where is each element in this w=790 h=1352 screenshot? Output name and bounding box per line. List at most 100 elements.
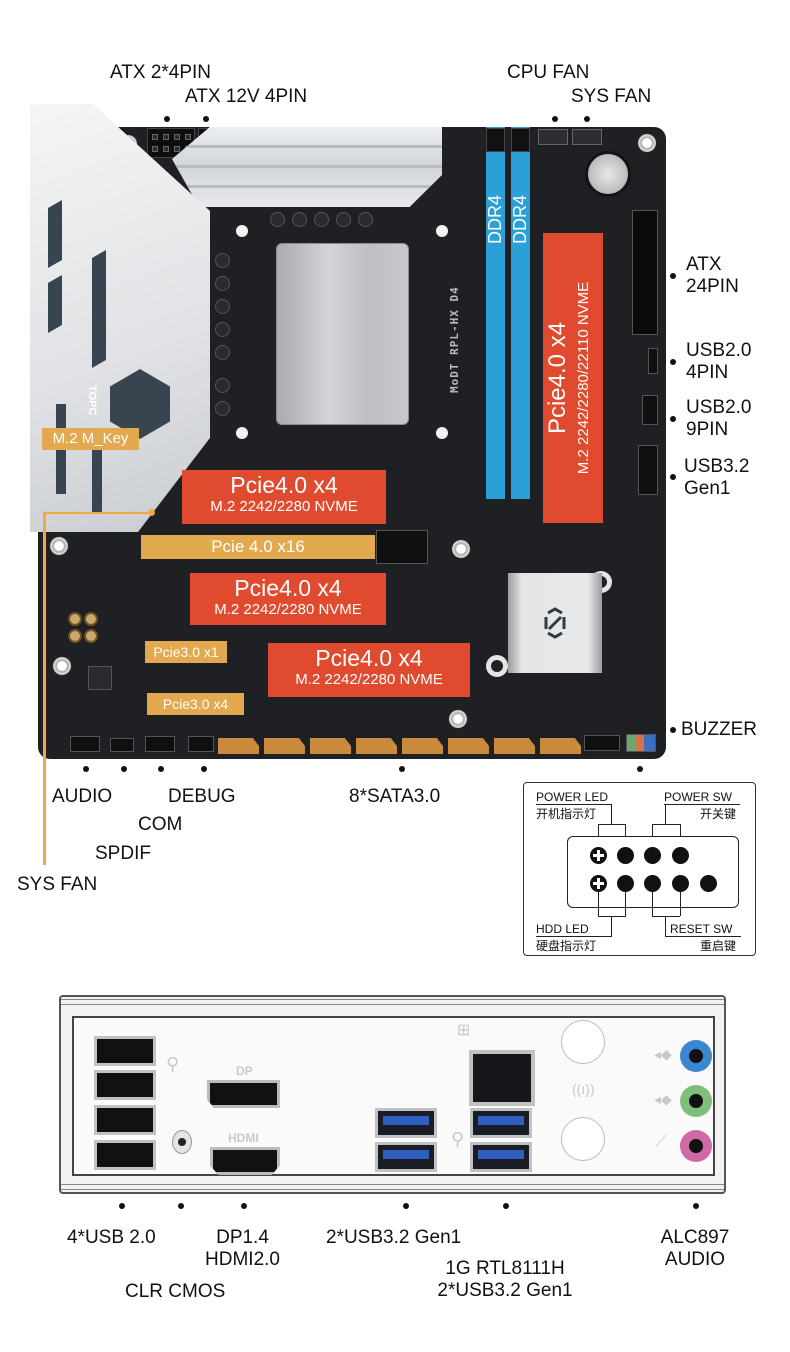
fp-pin-power-led-plus [590,847,607,864]
sata-port [448,738,489,754]
fp-pin-hdd-led-plus [590,875,607,892]
sata-port [356,738,397,754]
hdmi-port [210,1147,280,1175]
front-audio-header [70,736,100,752]
m2-vertical-subtitle: M.2 2242/2280/22110 NVME [575,281,592,475]
vrm-choke [292,212,307,227]
m2-mid-subtitle: M.2 2242/2280 NVME [214,601,362,618]
heatsink-logo: TOPC [86,385,98,416]
fp-hdd-led-cn: 硬盘指示灯 [536,939,597,953]
fp-pin [617,875,634,892]
usb20-4pin-header [648,348,658,374]
m2-slot-mid-tag: Pcie4.0 x4 M.2 2242/2280 NVME [190,573,386,625]
label-io-lan-usb: 1G RTL8111H 2*USB3.2 Gen1 [437,1258,573,1301]
fp-pin [644,847,661,864]
cpu-ihs [276,243,409,425]
usb20-port [94,1070,156,1100]
sata-port [264,738,305,754]
vrm-choke [270,212,285,227]
pointer-dot-sata [399,766,405,772]
audio-in-icon: ◂◆ [654,1046,672,1062]
io-shield-rim [61,1184,724,1190]
label-io-usb32-a: 2*USB3.2 Gen1 [326,1227,462,1248]
displayport-port [207,1080,280,1108]
fp-power-sw-label: POWER SW [664,790,732,804]
pointer-dot-dp-hdmi [241,1203,247,1209]
m2-low-title: Pcie4.0 x4 [315,645,423,671]
label-usb20-9pin: USB2.0 9PIN [686,397,752,440]
dimm-latch [511,128,530,152]
cooler-mount-hole [436,427,448,439]
fp-connector-line [652,916,680,917]
hdmi-port-label: HDMI [228,1131,259,1145]
m2-vertical-title: Pcie4.0 x4 [544,321,571,435]
chipset-heatsink-ear [486,655,508,677]
pointer-dot-front-panel [637,766,643,772]
vrm-choke [215,253,230,268]
usb20-port [94,1140,156,1170]
chipset-logo-icon [544,607,566,639]
label-sys-fan-top: SYS FAN [571,86,652,107]
m2-slot-vertical-tag: Pcie4.0 x4 M.2 2242/2280/22110 NVME [543,233,603,523]
line-out-jack [680,1085,712,1117]
fp-connector-line [625,892,626,916]
vrm-choke [215,322,230,337]
vrm-heatsink-top [172,127,442,207]
pointer-dot-usb20-4pin [670,359,676,365]
label-io-audio: ALC897 AUDIO [660,1227,730,1270]
pointer-dot-usb20-9pin [670,416,676,422]
rj45-lan-port [469,1050,535,1106]
com-header [145,736,175,752]
cooler-mount-hole [436,225,448,237]
usb32-port [470,1142,532,1172]
pointer-dot-lan-usb [503,1203,509,1209]
fp-reset-sw-label: RESET SW [670,922,733,936]
label-atx-24pin: ATX 24PIN [686,254,739,297]
audio-out-icon: ◂◆ [654,1091,672,1107]
fp-pin [700,875,717,892]
dimm-slot-2: DDR4 [510,127,530,499]
sys-fan-header-top [572,129,602,145]
dimm-slot-2-label: DDR4 [510,194,530,244]
fp-underline [664,804,740,805]
cmos-battery [585,151,631,197]
atx-24pin-connector [632,210,658,335]
fp-pin [672,875,689,892]
label-io-dp-hdmi: DP1.4 HDMI2.0 [205,1227,280,1270]
fp-connector-line [652,824,653,846]
chipset-heatsink [508,573,602,673]
dimm-slot-1-label: DDR4 [485,194,505,244]
antenna-hole [561,1117,605,1161]
pcie-x16-latch [376,530,428,564]
m2-low-subtitle: M.2 2242/2280 NVME [295,671,443,688]
audio-codec-chip [88,666,112,690]
fp-connector-line [625,824,626,846]
m2-cpu-subtitle: M.2 2242/2280 NVME [210,498,358,515]
line-in-jack [680,1040,712,1072]
audio-capacitor [68,612,82,626]
cooler-mount-hole [236,225,248,237]
fp-power-sw-cn: 开关键 [700,807,737,821]
vrm-choke [215,299,230,314]
mount-screw [51,655,73,677]
vrm-choke [215,345,230,360]
pointer-dot-atx-12v-4pin [203,116,209,122]
fp-pin [644,875,661,892]
label-com: COM [138,814,183,835]
pointer-dot-com [158,766,164,772]
fp-connector-line [680,892,681,916]
pointer-dot-audio [83,766,89,772]
usb-icon: ⚲ [166,1054,180,1074]
mount-screw [636,132,658,154]
pcie3-x4-slot-tag: Pcie3.0 x4 [147,693,244,715]
usb-icon: ⚲ [451,1129,465,1149]
fp-connector-line [652,892,653,916]
label-atx-2x4pin: ATX 2*4PIN [110,62,212,83]
label-io-usb20: 4*USB 2.0 [67,1227,156,1248]
vrm-choke [336,212,351,227]
clr-cmos-button [172,1130,192,1154]
antenna-hole [561,1020,605,1064]
audio-capacitor [68,629,82,643]
fp-underline [665,936,741,937]
mic-jack [680,1130,712,1162]
